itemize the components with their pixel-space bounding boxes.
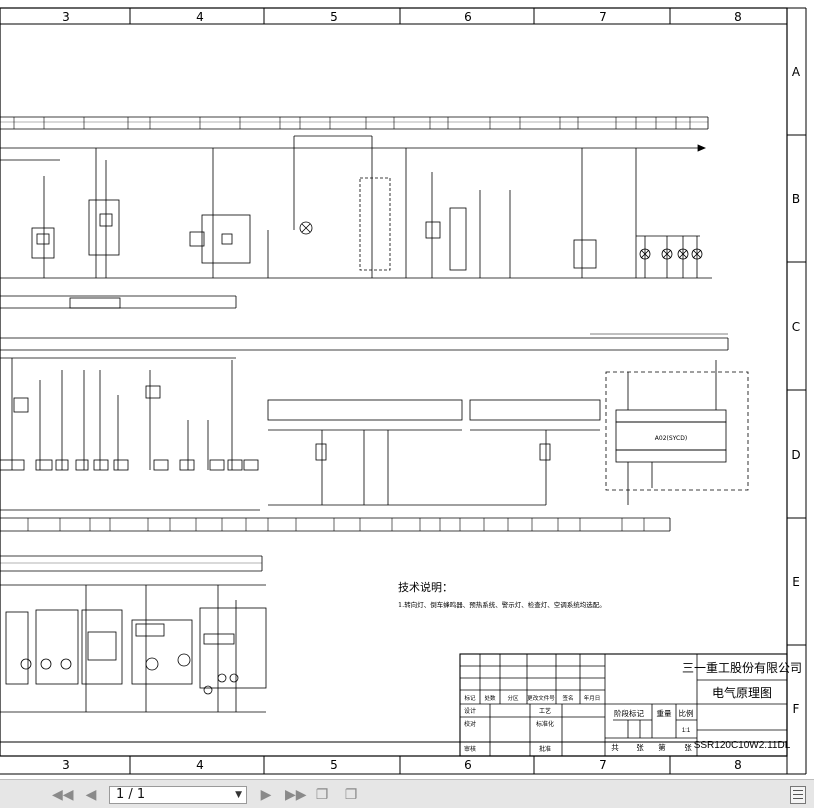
row-label: D [791,448,800,462]
drawing-title: 电气原理图 [712,685,772,700]
scale-value: 1:1 [682,728,691,734]
col-label: 5 [330,10,338,24]
chevron-down-icon: ▼ [235,790,242,800]
date-header: 年月日 [584,694,601,702]
pdf-viewer-toolbar: ◀◀ ◀ 1 / 1 ▼ ▶ ▶▶ ❐ ❐ [0,779,814,808]
lamp-symbols [636,235,703,278]
weight-label: 重量 [657,709,672,718]
scale-label: 比例 [679,708,694,718]
change-doc-header: 更改文件号 [527,694,555,702]
process-label: 工艺 [539,707,551,715]
designer-label: 设计 [464,707,476,715]
next-page-icon[interactable]: ▶ [260,787,272,803]
drawing-frame [0,7,807,775]
col-label: 3 [62,10,70,24]
col-label: 5 [330,758,338,772]
previous-page-icon[interactable]: ◀ [85,787,97,803]
header-strip-low [0,517,671,572]
tech-note-body: 1.转向灯、倒车蜂鸣器、预热系统、警示灯、检查灯、空调系统均选配。 [398,600,606,609]
row-label: E [792,575,800,589]
title-block [459,653,788,757]
schematic-sheet: 3 4 5 6 7 8 3 4 5 6 7 8 A B C D E F [0,0,814,779]
col-label: 8 [734,758,742,772]
page-selector[interactable]: 1 / 1 ▼ [109,786,247,804]
col-label: 4 [196,10,204,24]
page-indicator: 1 / 1 [116,787,146,802]
total-label: 共 [611,743,619,752]
sheets-label: 张 [636,743,644,752]
col-label: 8 [734,10,742,24]
zone-header: 分区 [507,694,519,702]
circuit-blocks-d [0,357,749,511]
row-label: C [792,320,800,334]
sign-header: 签名 [562,694,573,702]
col-label: 7 [599,758,607,772]
paste-page-icon[interactable]: ❐ [344,787,358,803]
tech-note-title: 技术说明： [398,580,453,594]
drawing-number: SSR120C10W2.11DL [694,740,791,751]
circuit-blocks-e [0,584,267,713]
last-page-icon[interactable]: ▶▶ [285,787,307,803]
header-strip-mid [0,295,729,351]
sidebar-toggle-icon[interactable] [790,786,806,804]
mark-header: 标记 [464,694,476,702]
stage-mark-label: 阶段标记 [614,708,644,718]
company-name: 三一重工股份有限公司 [682,661,802,675]
col-label: 4 [196,758,204,772]
row-label: A [792,65,801,79]
count-header: 处数 [484,694,496,702]
sheet-label: 张 [684,743,692,752]
standard-label: 标准化 [536,720,554,728]
col-label: 6 [464,758,472,772]
copy-page-icon[interactable]: ❐ [315,787,329,803]
circuit-blocks-b [31,135,637,278]
checker-label: 校对 [464,720,476,728]
sheet-no-label: 第 [658,742,666,752]
row-label: F [793,702,800,716]
col-label: 6 [464,10,472,24]
module-label: A02(SYCD) [655,435,687,442]
first-page-icon[interactable]: ◀◀ [52,787,74,803]
col-label: 3 [62,758,70,772]
col-label: 7 [599,10,607,24]
header-strip-top [0,116,709,130]
power-bus [0,144,712,279]
row-label: B [792,192,800,206]
reviewer-label: 审核 [464,745,476,753]
approval-label: 批准 [539,745,551,753]
